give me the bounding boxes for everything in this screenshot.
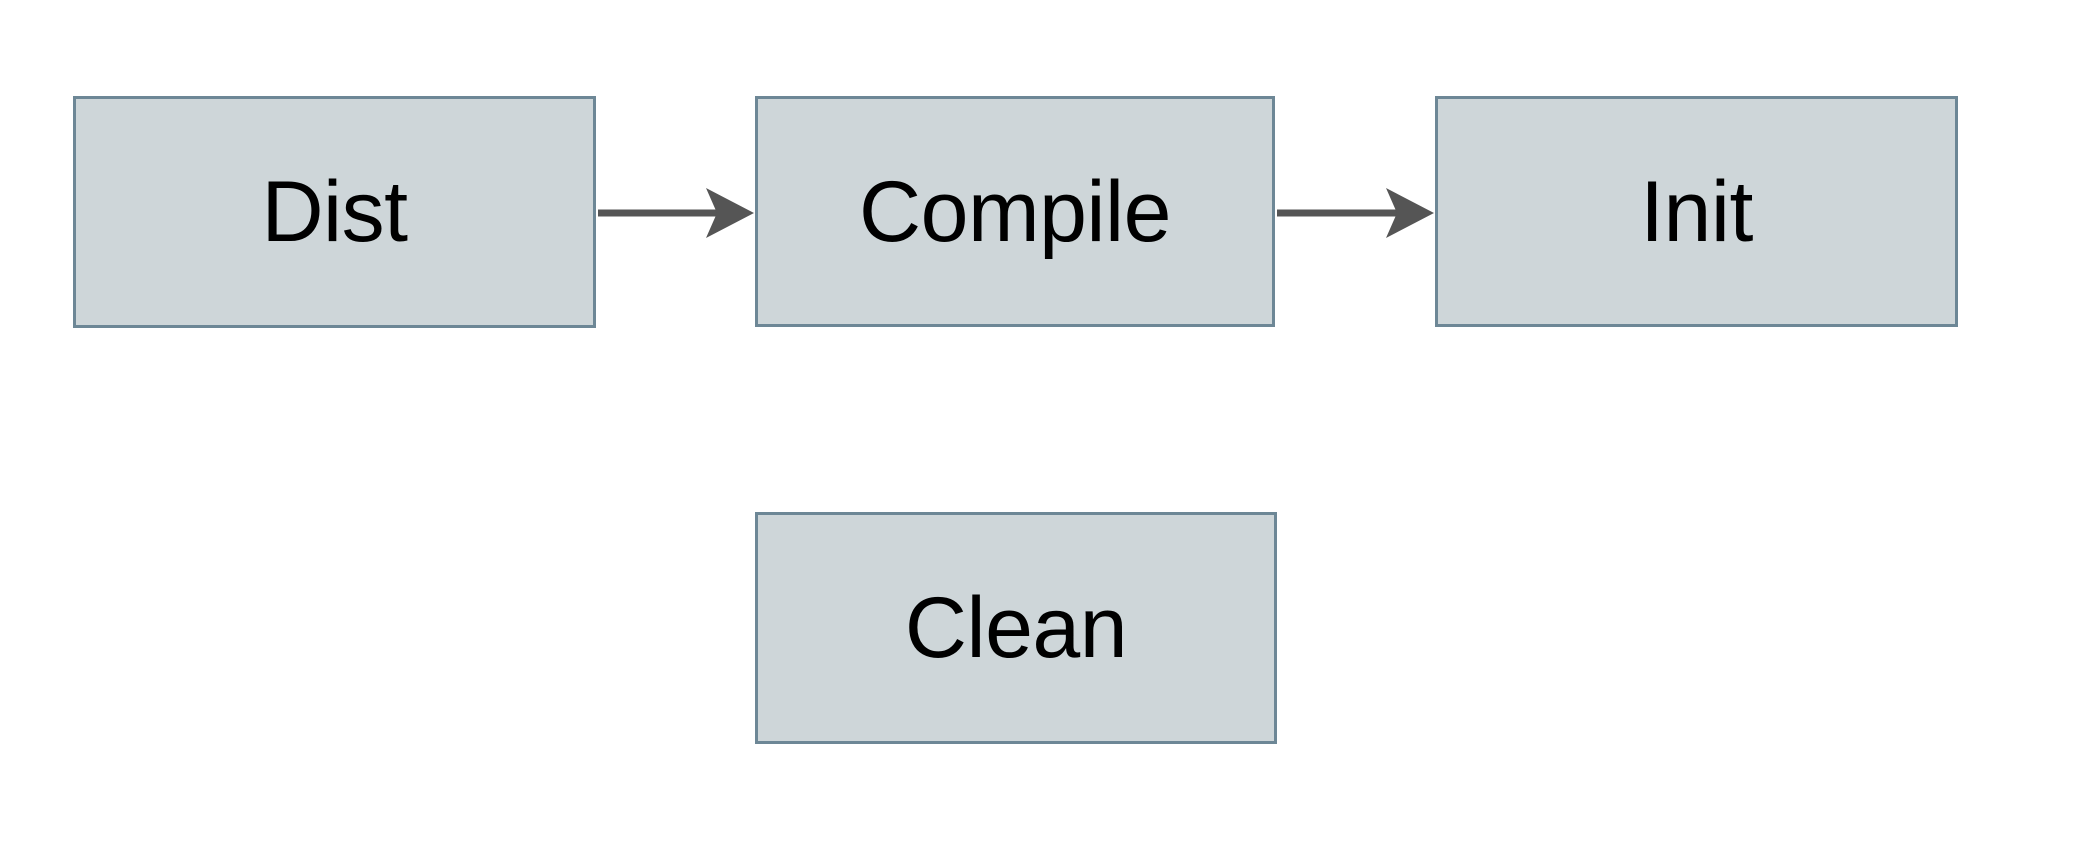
node-compile-label: Compile	[859, 163, 1171, 260]
node-init[interactable]: Init	[1435, 96, 1958, 327]
node-init-label: Init	[1640, 163, 1753, 260]
node-clean-label: Clean	[904, 580, 1128, 676]
edge-dist-to-compile-arrowhead	[706, 188, 754, 238]
node-dist[interactable]: Dist	[73, 96, 596, 328]
node-dist-label: Dist	[261, 164, 408, 260]
edge-compile-to-init[interactable]	[1277, 188, 1434, 238]
node-compile[interactable]: Compile	[755, 96, 1275, 327]
edge-compile-to-init-arrowhead	[1386, 188, 1434, 238]
node-clean[interactable]: Clean	[755, 512, 1277, 744]
edge-dist-to-compile[interactable]	[598, 188, 754, 238]
